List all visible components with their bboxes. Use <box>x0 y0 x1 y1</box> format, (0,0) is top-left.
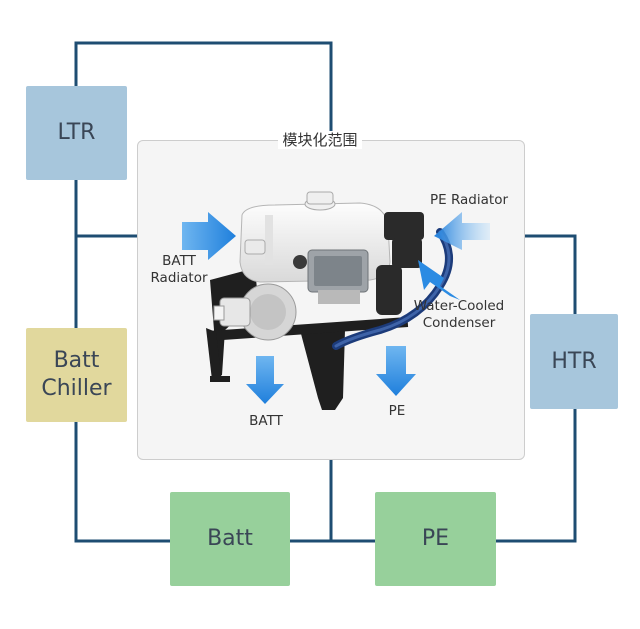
ltr-box: LTR <box>26 86 127 180</box>
pump <box>213 283 297 341</box>
batt-out-label: BATT <box>249 413 283 429</box>
water-cooled-condenser-label: Water-Cooled Condenser <box>413 298 505 331</box>
modular-scope-title-wrap: 模块化范围 <box>0 129 640 150</box>
batt-out-arrow <box>246 356 284 404</box>
pe-box: PE <box>375 492 496 586</box>
pe-out-arrow <box>376 346 416 396</box>
batt-chiller-box: Batt Chiller <box>26 328 127 422</box>
ltr-label: LTR <box>57 120 96 145</box>
batt-radiator-label: BATT Radiator <box>150 253 208 286</box>
water-cooled-condenser-arrow <box>418 260 460 300</box>
pe-out-label: PE <box>388 403 406 419</box>
batt-chiller-label: Batt Chiller <box>41 348 112 401</box>
batt-radiator-arrow <box>182 212 236 260</box>
pe-radiator-label: PE Radiator <box>429 192 508 208</box>
htr-label: HTR <box>551 348 597 374</box>
modular-scope-title: 模块化范围 <box>278 131 362 149</box>
htr-box: HTR <box>530 314 618 409</box>
pe-radiator-arrow <box>434 212 490 250</box>
pe-label: PE <box>421 526 450 551</box>
batt-box: Batt <box>170 492 290 586</box>
batt-label: Batt <box>207 526 253 551</box>
pe-radiator-connector <box>376 212 424 315</box>
control-valve <box>293 249 369 304</box>
